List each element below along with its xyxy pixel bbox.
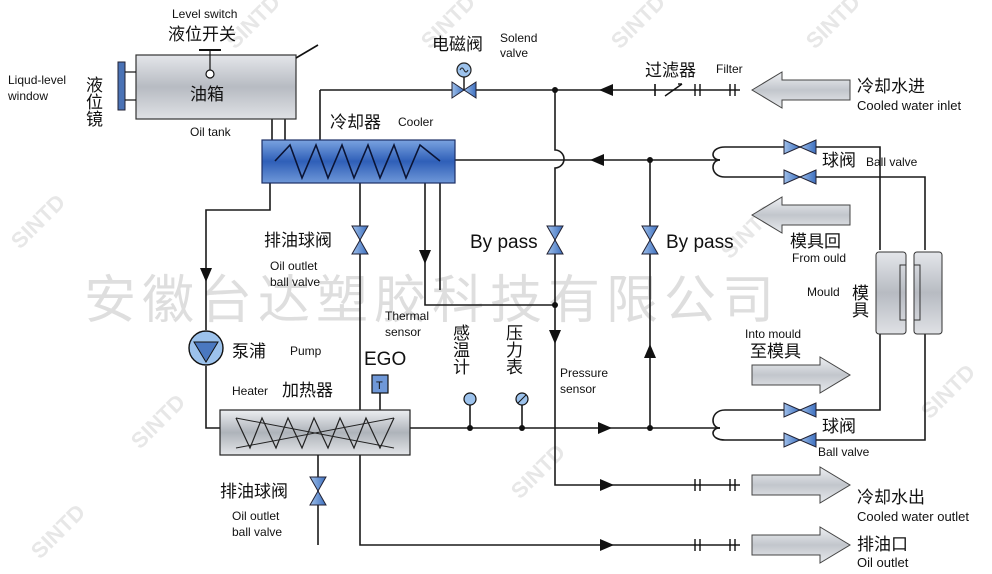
drain-valve-bottom-label-en-2: ball valve: [232, 525, 282, 539]
watermark-logo: SINTD: [126, 389, 190, 453]
cooler-label: 冷却器: [330, 113, 381, 133]
bypass-2-label: By pass: [666, 232, 734, 253]
into-mould-label-en: Into mould: [745, 327, 801, 341]
drain-valve-bottom-label-en-1: Oil outlet: [232, 509, 280, 523]
filter: [654, 83, 683, 97]
ball-valve-top-label: 球阀: [822, 151, 856, 171]
heater: [219, 409, 411, 456]
level-switch-label-en: Level switch: [172, 7, 237, 21]
filter-label-en: Filter: [716, 62, 743, 76]
flow-arrow: [590, 154, 604, 166]
flow-arrows: [200, 84, 656, 551]
ball-valve-top-label-en: Ball valve: [866, 155, 918, 169]
heater-label-en: Heater: [232, 384, 268, 398]
ball-valve-top-1: [783, 139, 817, 155]
bypass-valve-2: [641, 225, 659, 255]
cooled-water-inlet-arrow: [751, 71, 851, 109]
flow-arrow: [598, 422, 612, 434]
junction-dot: [519, 425, 525, 431]
cooled-water-inlet-label-en: Cooled water inlet: [857, 98, 961, 113]
svg-text:T: T: [376, 380, 383, 392]
pressure-sensor-label-en-1: Pressure: [560, 366, 608, 380]
pipe-fittings: [694, 84, 736, 551]
oil-tank-label: 油箱: [190, 85, 224, 105]
flow-arrow: [200, 268, 212, 282]
flow-arrow: [600, 539, 614, 551]
mould-label: 模具: [848, 284, 869, 318]
solenoid-valve-label: 电磁阀: [432, 35, 483, 55]
filter-label: 过滤器: [645, 61, 696, 81]
oil-tank-label-en: Oil tank: [190, 125, 232, 139]
ball-valve-bottom-label: 球阀: [822, 417, 856, 437]
oil-tank: 油箱 Oil tank: [117, 44, 319, 139]
level-switch-label: 液位开关: [168, 25, 236, 45]
drain-valve-bottom: [309, 476, 327, 506]
junctions: [467, 87, 653, 431]
ego-sensor: T: [371, 374, 389, 394]
cooled-water-outlet-label-en: Cooled water outlet: [857, 509, 969, 524]
from-mould-label: 模具回: [790, 232, 841, 252]
junction-dot: [552, 87, 558, 93]
watermark-logo: SINTD: [26, 499, 90, 563]
cooler-label-en: Cooler: [398, 115, 433, 129]
drain-valve-top-label-en-1: Oil outlet: [270, 259, 318, 273]
level-window-label-en-1: Liqud-level: [8, 73, 66, 87]
mould-label-en: Mould: [807, 285, 840, 299]
from-mould-label-en: From ould: [792, 251, 846, 265]
watermark-logo: SINTD: [606, 0, 670, 54]
ball-valve-bottom-label-en: Ball valve: [818, 445, 870, 459]
temperature-gauge-label: 感温计: [449, 324, 470, 375]
drain-valve-bottom-label: 排油球阀: [220, 482, 288, 502]
flow-arrow: [599, 84, 613, 96]
pressure-sensor-label-en-2: sensor: [560, 382, 596, 396]
ball-valve-top-2: [783, 169, 817, 185]
junction-dot: [647, 425, 653, 431]
ball-valve-bottom-2: [783, 432, 817, 448]
into-mould-label: 至模具: [750, 342, 801, 362]
level-window-label-en-2: window: [7, 89, 48, 103]
solenoid-valve: [451, 62, 477, 99]
drain-valve-top-label-en-2: ball valve: [270, 275, 320, 289]
ball-valve-bottom-1: [783, 402, 817, 418]
mould: [875, 251, 943, 335]
solenoid-valve-label-en-2: valve: [500, 46, 528, 60]
ego-label: EGO: [364, 349, 406, 370]
oil-outlet-arrow: [751, 526, 851, 564]
level-window-label: 液位镜: [82, 76, 103, 128]
watermark-logo: SINTD: [6, 189, 70, 253]
flow-arrow: [644, 344, 656, 358]
cooled-water-outlet-arrow: [751, 466, 851, 504]
drain-valve-top: [351, 225, 369, 255]
thermal-sensor-label-en-1: Thermal: [385, 309, 429, 323]
flow-arrow: [549, 330, 561, 344]
junction-dot: [647, 157, 653, 163]
watermark-company: 安徽台达塑胶科技有限公司: [84, 271, 780, 331]
watermark-logo: SINTD: [506, 439, 570, 503]
flow-arrow: [600, 479, 614, 491]
pump: [188, 330, 224, 366]
watermark-logo: SINTD: [801, 0, 865, 54]
bypass-valve-1: [546, 225, 564, 255]
cooler: [261, 139, 456, 184]
pump-label-en: Pump: [290, 344, 322, 358]
oil-outlet-label-en: Oil outlet: [857, 555, 909, 570]
temperature-gauge: [463, 392, 477, 406]
drain-valve-top-label: 排油球阀: [264, 231, 332, 251]
bypass-1-label: By pass: [470, 232, 538, 253]
pump-label: 泵浦: [232, 342, 266, 362]
thermal-sensor-label-en-2: sensor: [385, 325, 421, 339]
junction-dot: [552, 302, 558, 308]
cooled-water-inlet-label: 冷却水进: [857, 77, 925, 97]
from-mould-arrow: [751, 196, 851, 234]
pressure-gauge: [515, 392, 529, 406]
cooled-water-outlet-label: 冷却水出: [857, 488, 925, 508]
solenoid-valve-label-en-1: Solend: [500, 31, 537, 45]
heater-label: 加热器: [282, 381, 333, 401]
into-mould-arrow: [751, 356, 851, 394]
junction-dot: [467, 425, 473, 431]
flow-arrow: [419, 250, 431, 264]
oil-outlet-label: 排油口: [857, 535, 908, 555]
pressure-gauge-label: 压力表: [502, 324, 523, 375]
